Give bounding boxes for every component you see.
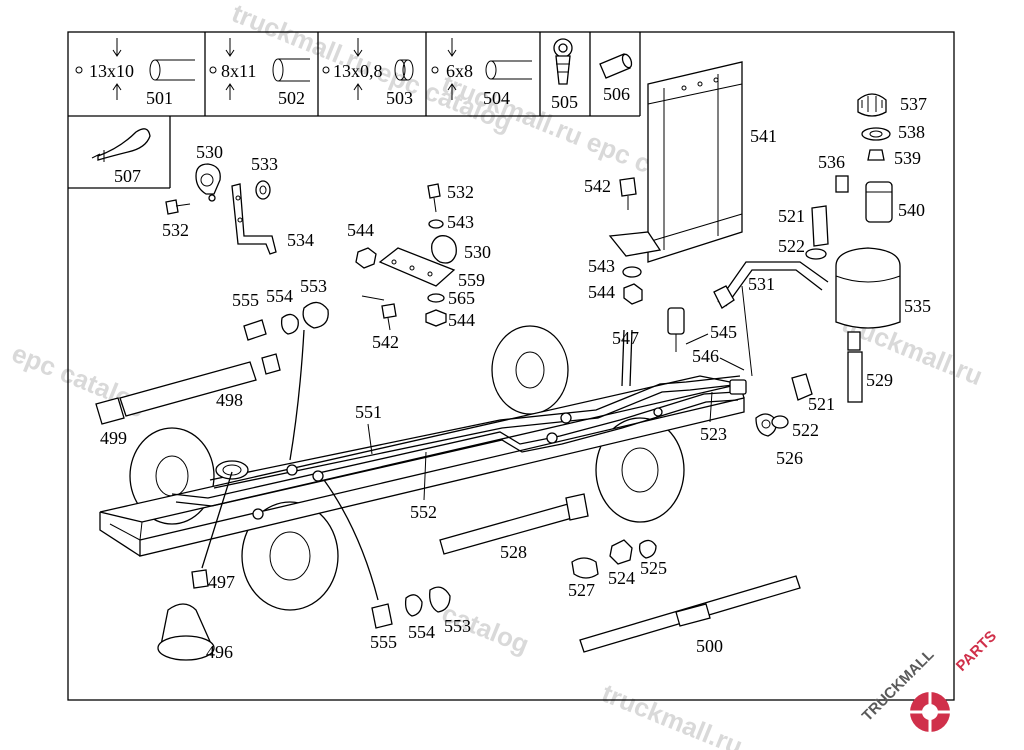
- callout-label: 541: [750, 126, 777, 146]
- ref-number: 501: [146, 88, 173, 108]
- callout-label: 552: [410, 502, 437, 522]
- callout-label: 521: [808, 394, 835, 414]
- ref-number: 506: [603, 84, 630, 104]
- callout-label: 551: [355, 402, 382, 422]
- fittings-555: 555 554 553: [323, 479, 471, 652]
- callout-label: 544: [588, 282, 615, 302]
- callout-label: 534: [287, 230, 314, 250]
- callout-label: 547: [612, 328, 639, 348]
- callout-label: 546: [692, 346, 719, 366]
- callout-label: 530: [464, 242, 491, 262]
- callout-label: 540: [898, 200, 925, 220]
- callout-label: 554: [408, 622, 435, 642]
- callout-label: 522: [792, 420, 819, 440]
- dimension-label: 8x11: [221, 61, 256, 81]
- pressure-switch-group: 545 546 523 526 521 522: [667, 285, 835, 468]
- boot-assembly: 497 496: [157, 471, 235, 662]
- callout-label: 538: [898, 122, 925, 142]
- callout-label: 543: [447, 212, 474, 232]
- callout-label: 565: [448, 288, 475, 308]
- frame-541: 541 542 543 544: [584, 61, 777, 305]
- callout-label: 559: [458, 270, 485, 290]
- callout-label: 523: [700, 424, 727, 444]
- header-cell-503: 13x0,8 503: [322, 38, 414, 108]
- callout-label: 532: [162, 220, 189, 240]
- shaft-528: 528: [439, 493, 589, 562]
- diagram-frame: [67, 31, 955, 701]
- brake-lines: 547 551 552: [171, 328, 743, 522]
- callout-label: 500: [696, 636, 723, 656]
- callout-label: 496: [206, 642, 233, 662]
- callout-label: 536: [818, 152, 845, 172]
- dimension-label: 13x0,8: [333, 61, 383, 81]
- callout-label: 544: [347, 220, 374, 240]
- callout-label: 525: [640, 558, 667, 578]
- watermark-text: truckmall.ru: [598, 678, 747, 750]
- header-cell-506: 506: [599, 53, 633, 104]
- header-cell-502: 8x11 502: [209, 38, 310, 108]
- callout-label: 533: [251, 154, 278, 174]
- callout-label: 526: [776, 448, 803, 468]
- fittings-527: 527 524 525: [568, 539, 667, 600]
- bracket-group-559: 532 543 530 544 559 565 544 542: [347, 182, 491, 352]
- callout-label: 524: [608, 568, 635, 588]
- callout-label: 521: [778, 206, 805, 226]
- callout-label: 499: [100, 428, 127, 448]
- wheels: [129, 325, 685, 611]
- callout-label: 544: [448, 310, 475, 330]
- ref-number: 503: [386, 88, 413, 108]
- callout-label: 507: [114, 166, 141, 186]
- callout-label: 553: [300, 276, 327, 296]
- ref-number: 502: [278, 88, 305, 108]
- header-cell-505: 505: [551, 38, 578, 112]
- bracket-group-530: 530 533 532 534: [162, 142, 314, 255]
- shaft-500: 500: [579, 575, 801, 656]
- ref-number: 505: [551, 92, 578, 112]
- callout-label: 539: [894, 148, 921, 168]
- ref-number: 504: [483, 88, 510, 108]
- callout-label: 554: [266, 286, 293, 306]
- brand-logo: TRUCKMALL PARTS: [859, 628, 1000, 732]
- callout-label: 535: [904, 296, 931, 316]
- header-table: 13x10 501 8x11 502 13x0,8: [68, 32, 641, 189]
- callout-label: 532: [447, 182, 474, 202]
- callout-label: 545: [710, 322, 737, 342]
- callout-label: 537: [900, 94, 927, 114]
- callout-label: 522: [778, 236, 805, 256]
- callout-label: 529: [866, 370, 893, 390]
- callout-label: 528: [500, 542, 527, 562]
- callout-label: 498: [216, 390, 243, 410]
- callout-label: 531: [748, 274, 775, 294]
- logo-text-accent: PARTS: [953, 628, 1000, 675]
- header-cell-501: 13x10 501: [75, 38, 195, 108]
- callout-label: 542: [584, 176, 611, 196]
- callout-label: 527: [568, 580, 595, 600]
- clamp-507: 507: [91, 128, 151, 186]
- callout-label: 555: [370, 632, 397, 652]
- callout-label: 497: [208, 572, 235, 592]
- header-cell-504: 6x8 504: [431, 38, 532, 108]
- callout-label: 543: [588, 256, 615, 276]
- reservoir-group-535: 537 538 539 536 540 521 522 535 529 531: [713, 93, 931, 403]
- callout-label: 555: [232, 290, 259, 310]
- dimension-label: 6x8: [446, 61, 473, 81]
- callout-label: 542: [372, 332, 399, 352]
- callout-label: 530: [196, 142, 223, 162]
- hose-assembly-498: 555 554 553 498 499: [95, 276, 329, 461]
- dimension-label: 13x10: [89, 61, 134, 81]
- callout-label: 553: [444, 616, 471, 636]
